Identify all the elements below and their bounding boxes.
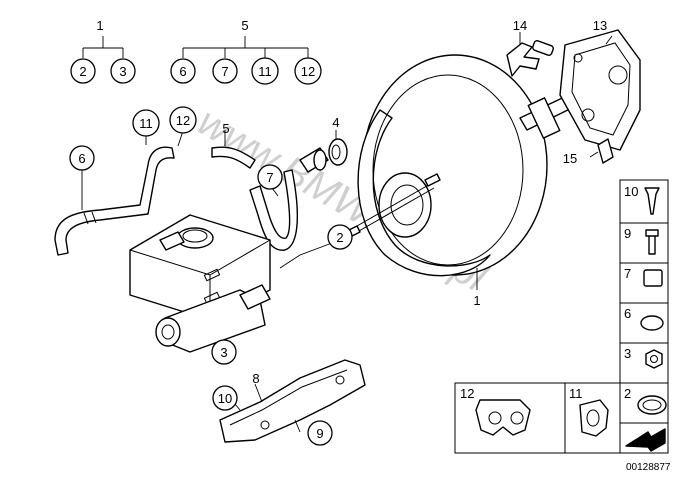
mounting-gasket — [559, 29, 641, 151]
group-5-tree: 5 6 7 11 12 — [170, 18, 322, 85]
group-1-child-3[interactable]: 3 — [119, 64, 126, 79]
master-cylinder-reservoir — [129, 214, 333, 353]
group-1-label: 1 — [96, 18, 103, 33]
side-item-3[interactable]: 3 — [624, 346, 631, 361]
callout-9[interactable]: 9 — [316, 426, 323, 441]
side-item-2[interactable]: 2 — [624, 386, 631, 401]
expanding-rivet-icon — [644, 187, 660, 215]
hex-nut-icon — [645, 349, 663, 369]
bottom-item-12[interactable]: 12 — [460, 386, 474, 401]
bottom-item-11[interactable]: 11 — [569, 386, 583, 401]
group-1-child-2[interactable]: 2 — [79, 64, 86, 79]
group-1-tree: 1 2 3 — [70, 18, 136, 84]
callout-1[interactable]: 1 — [473, 293, 480, 308]
callout-15[interactable]: 15 — [563, 151, 577, 166]
grommet — [328, 130, 348, 166]
fork-clip — [506, 32, 554, 77]
side-item-9[interactable]: 9 — [624, 226, 631, 241]
callout-8[interactable]: 8 — [252, 371, 259, 386]
group-5-child-6[interactable]: 6 — [179, 64, 186, 79]
callout-13[interactable]: 13 — [593, 18, 607, 33]
side-item-7[interactable]: 7 — [624, 266, 631, 281]
diagram-code: 00128877 — [626, 462, 671, 473]
hose-holder-icon — [579, 399, 609, 437]
arrow-icon — [625, 428, 666, 452]
callout-11[interactable]: 11 — [139, 116, 153, 131]
callout-3[interactable]: 3 — [220, 345, 227, 360]
side-item-10[interactable]: 10 — [624, 184, 638, 199]
side-parts-panel: 10 9 7 6 3 2 — [619, 179, 669, 424]
heat-shield-bracket — [219, 359, 366, 443]
hose-clamp-icon — [640, 315, 664, 331]
callout-7[interactable]: 7 — [266, 170, 273, 185]
callout-10[interactable]: 10 — [218, 391, 232, 406]
sealing-ring-icon — [637, 395, 667, 415]
brake-booster — [344, 54, 581, 290]
callout-12[interactable]: 12 — [176, 113, 190, 128]
callout-4[interactable]: 4 — [332, 115, 339, 130]
callout-5[interactable]: 5 — [222, 121, 229, 136]
callout-2[interactable]: 2 — [336, 230, 343, 245]
bottom-parts-panel: 12 11 — [454, 382, 669, 454]
double-clip-icon — [475, 399, 531, 436]
group-5-child-7[interactable]: 7 — [221, 64, 228, 79]
group-5-label: 5 — [241, 18, 248, 33]
side-item-6[interactable]: 6 — [624, 306, 631, 321]
callout-6[interactable]: 6 — [78, 151, 85, 166]
clip-icon — [643, 269, 663, 287]
callout-14[interactable]: 14 — [513, 18, 527, 33]
screw-icon — [645, 229, 659, 255]
group-5-child-11[interactable]: 11 — [258, 64, 272, 79]
spring-clip — [589, 138, 614, 164]
group-5-child-12[interactable]: 12 — [301, 64, 315, 79]
